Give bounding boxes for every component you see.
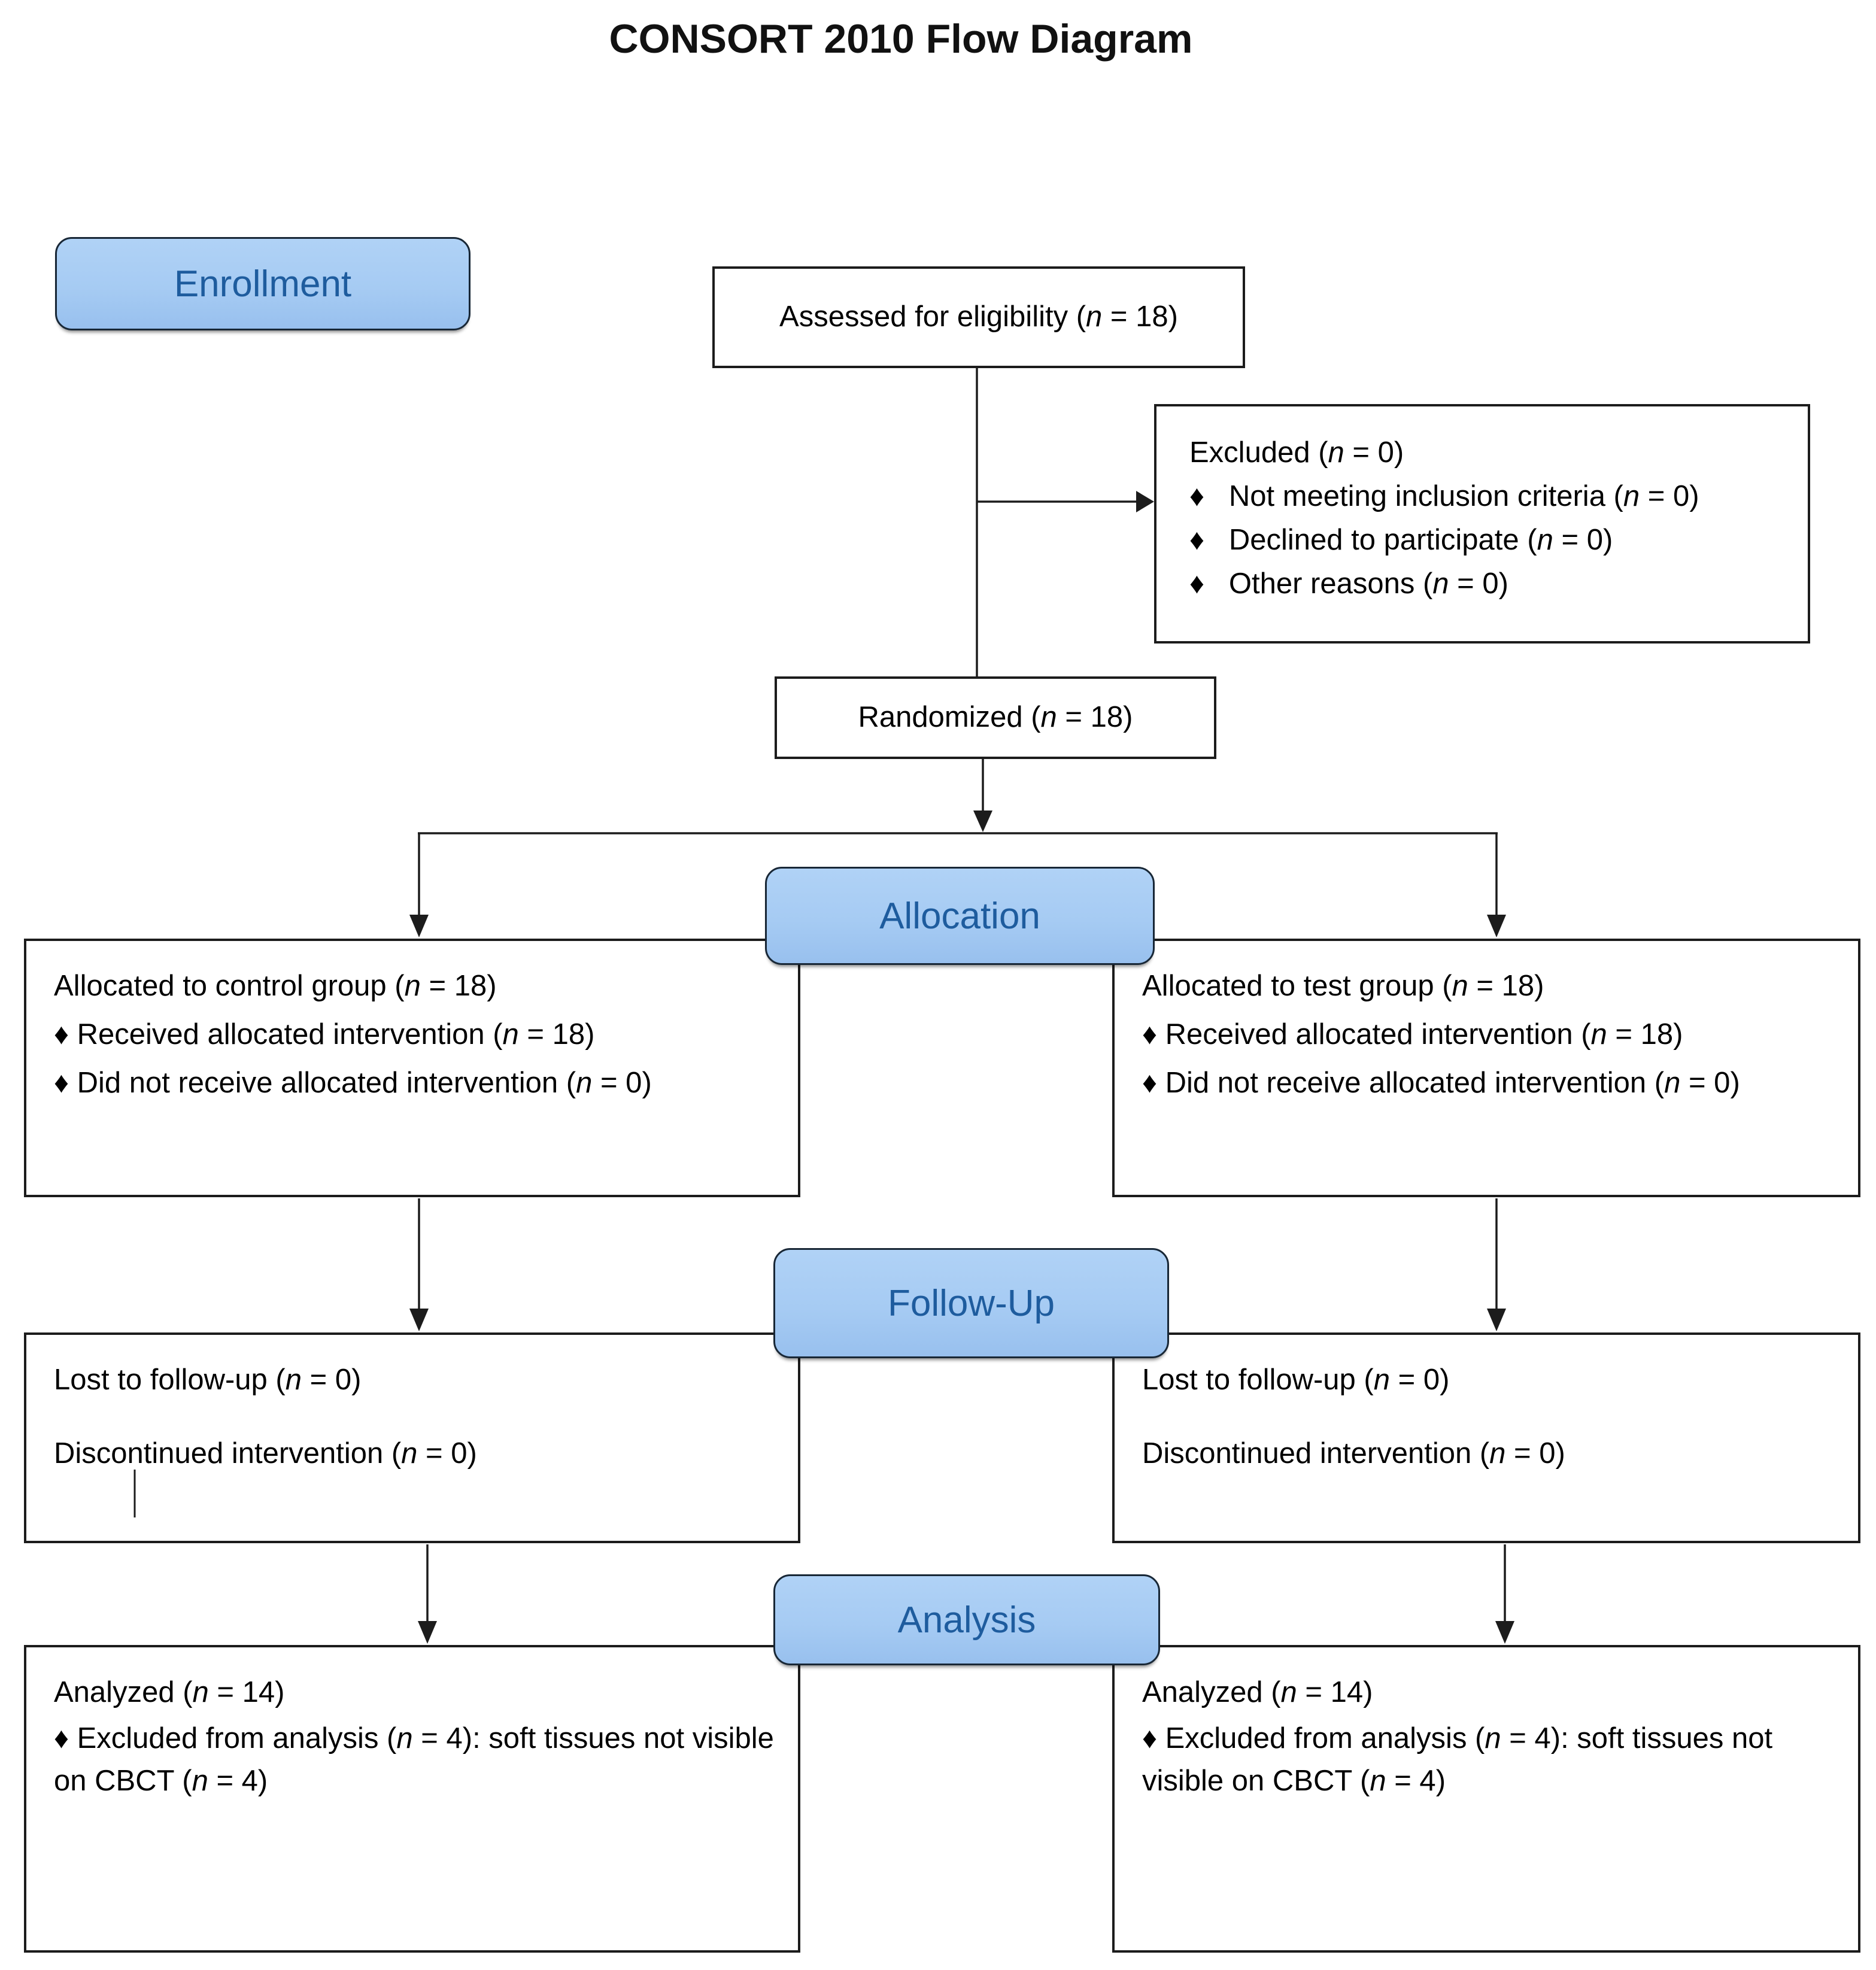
- section-label-text: Follow-Up: [887, 1282, 1055, 1324]
- box-randomized-text: Randomized (n = 18): [858, 701, 1133, 734]
- section-label-analysis: Analysis: [773, 1574, 1160, 1665]
- arrowhead-excluded: [1136, 491, 1154, 512]
- section-label-allocation: Allocation: [765, 867, 1155, 965]
- box-analysis-test-item: ♦ Excluded from analysis (n = 4): soft t…: [1142, 1722, 1781, 1798]
- arrowhead-an-right: [1495, 1621, 1514, 1644]
- box-analysis-test-title: Analyzed (n = 14): [1142, 1676, 1373, 1708]
- box-allocation-test-title: Allocated to test group (n = 18): [1142, 970, 1544, 1002]
- box-allocation-control-title: Allocated to control group (n = 18): [54, 970, 497, 1002]
- page-title: CONSORT 2010 Flow Diagram: [609, 16, 1193, 62]
- box-assessed: Assessed for eligibility (n = 18): [712, 266, 1245, 368]
- box-allocation-control-item: ♦ Did not receive allocated intervention…: [54, 1067, 652, 1100]
- arrowhead-alloc-right: [1487, 915, 1506, 937]
- section-label-text: Analysis: [897, 1599, 1036, 1641]
- section-label-followup: Follow-Up: [773, 1248, 1169, 1358]
- box-analysis-control-title: Analyzed (n = 14): [54, 1676, 285, 1708]
- box-followup-control-line: Lost to follow-up (n = 0): [54, 1364, 362, 1396]
- box-followup-control: Lost to follow-up (n = 0) Discontinued i…: [24, 1332, 800, 1543]
- box-followup-test-line: Discontinued intervention (n = 0): [1142, 1437, 1565, 1470]
- box-followup-test: Lost to follow-up (n = 0) Discontinued i…: [1112, 1332, 1860, 1543]
- section-label-text: Enrollment: [174, 263, 352, 305]
- box-assessed-text: Assessed for eligibility (n = 18): [779, 300, 1178, 333]
- arrowhead-alloc-left: [409, 915, 429, 937]
- box-analysis-control: Analyzed (n = 14) ♦ Excluded from analys…: [24, 1645, 800, 1953]
- arrowhead-fu-right: [1487, 1309, 1506, 1331]
- box-excluded-title: Excluded (n = 0): [1189, 436, 1404, 469]
- box-allocation-test-item: ♦ Did not receive allocated intervention…: [1142, 1067, 1740, 1100]
- box-analysis-control-item: ♦ Excluded from analysis (n = 4): soft t…: [54, 1722, 782, 1798]
- box-excluded-item: ♦ Not meeting inclusion criteria (n = 0): [1189, 480, 1699, 513]
- section-label-enrollment: Enrollment: [55, 237, 470, 330]
- box-analysis-test: Analyzed (n = 14) ♦ Excluded from analys…: [1112, 1645, 1860, 1953]
- box-allocation-control-item: ♦ Received allocated intervention (n = 1…: [54, 1018, 595, 1051]
- box-allocation-test: Allocated to test group (n = 18) ♦ Recei…: [1112, 939, 1860, 1197]
- box-randomized: Randomized (n = 18): [775, 676, 1216, 759]
- box-allocation-test-item: ♦ Received allocated intervention (n = 1…: [1142, 1018, 1683, 1051]
- box-allocation-control: Allocated to control group (n = 18) ♦ Re…: [24, 939, 800, 1197]
- box-excluded-item: ♦ Declined to participate (n = 0): [1189, 524, 1613, 557]
- box-followup-test-line: Lost to follow-up (n = 0): [1142, 1364, 1450, 1396]
- box-followup-control-line: Discontinued intervention (n = 0): [54, 1437, 477, 1470]
- arrowhead-fu-left: [409, 1309, 429, 1331]
- box-excluded-item: ♦ Other reasons (n = 0): [1189, 567, 1508, 600]
- arrowhead-randomized-down: [973, 811, 992, 832]
- box-excluded: Excluded (n = 0) ♦ Not meeting inclusion…: [1154, 404, 1810, 643]
- arrowhead-an-left: [418, 1621, 437, 1644]
- section-label-text: Allocation: [879, 895, 1040, 937]
